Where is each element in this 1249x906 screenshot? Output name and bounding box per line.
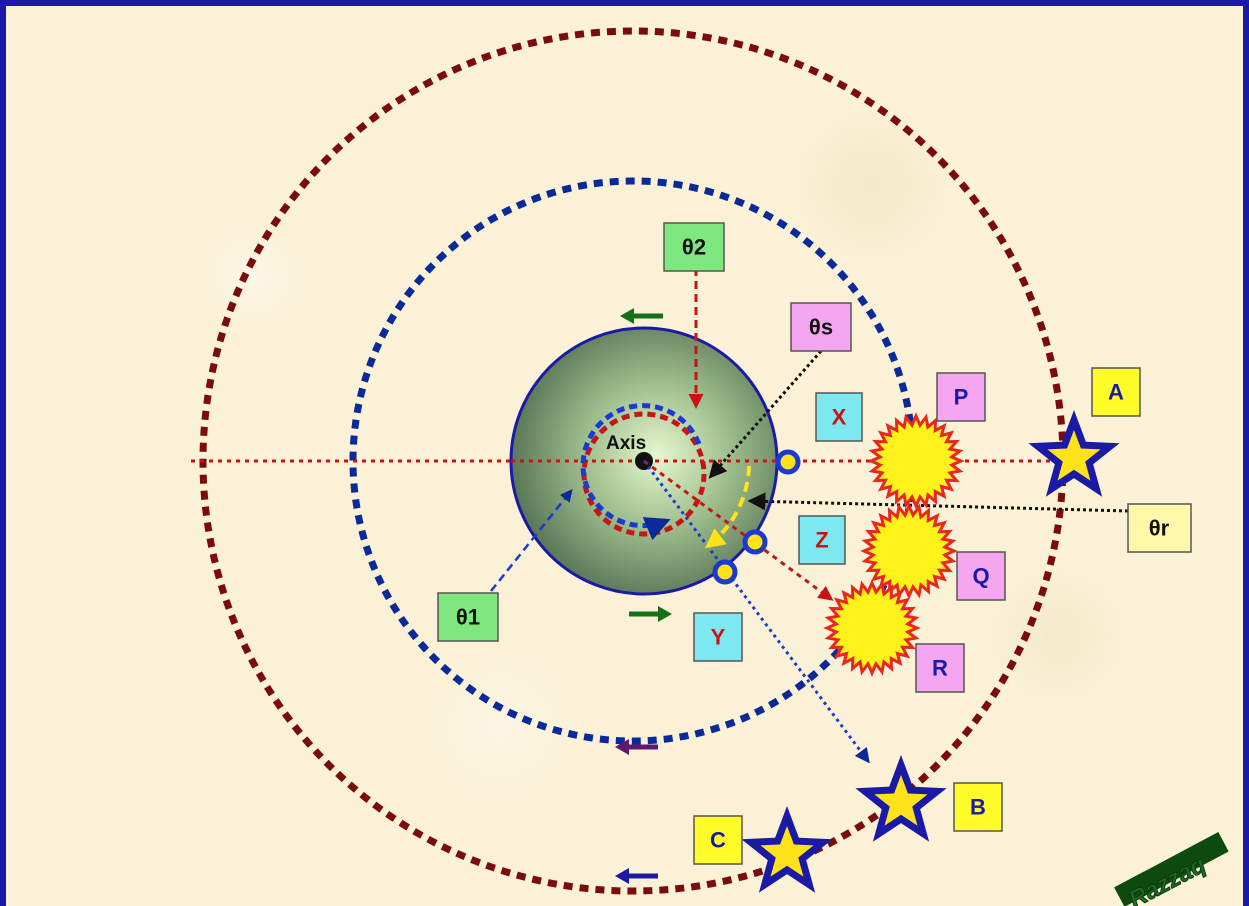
sun-p-label-box: P <box>936 372 986 422</box>
axis-to-r-line <box>643 459 834 601</box>
direction-arrow-icon <box>615 739 658 755</box>
observer-y-label-box: Y <box>693 612 743 662</box>
direction-arrow-icon <box>629 606 672 622</box>
observer-ring-icon <box>712 559 738 585</box>
theta-r-label-box: θr <box>1127 503 1192 553</box>
rotation-arc <box>704 465 751 549</box>
axis-label: Axis <box>606 433 646 454</box>
theta2-label-box: θ2 <box>663 222 725 272</box>
sun-q-label-box: Q <box>956 551 1006 601</box>
svg-text:A: A <box>1108 380 1124 405</box>
direction-arrow-icon <box>620 308 663 324</box>
svg-text:θr: θr <box>1149 516 1170 541</box>
watermark-logo: Razzaq <box>1114 832 1229 906</box>
theta-r-pointer <box>747 492 1129 513</box>
theta1-pointer <box>490 489 573 592</box>
sun-icon <box>860 502 958 600</box>
observer-ring-icon <box>742 529 768 555</box>
observer-z-label-box: Z <box>798 515 846 565</box>
stars-group <box>741 410 1120 893</box>
svg-text:P: P <box>954 385 969 410</box>
svg-text:C: C <box>710 828 726 853</box>
svg-text:θ1: θ1 <box>456 605 480 630</box>
theta1-label-box: θ1 <box>437 592 499 642</box>
sun-icon <box>867 412 965 510</box>
star-icon <box>1028 410 1120 497</box>
direction-arrow-icon <box>615 868 658 884</box>
sun-r-label-box: R <box>915 643 965 693</box>
observer-ring-icon <box>775 449 801 475</box>
theta-s-label-box: θs <box>790 302 852 352</box>
svg-text:X: X <box>832 405 847 430</box>
star-icon <box>855 755 947 842</box>
svg-text:R: R <box>932 656 948 681</box>
svg-text:Y: Y <box>711 625 726 650</box>
sun-icon <box>823 579 921 677</box>
star-b-label-box: B <box>953 782 1003 832</box>
svg-text:θs: θs <box>809 315 833 340</box>
svg-text:Q: Q <box>972 564 989 589</box>
observer-x-label-box: X <box>815 392 863 442</box>
svg-text:B: B <box>970 795 986 820</box>
star-a-label-box: A <box>1091 367 1141 417</box>
star-icon <box>741 806 833 893</box>
orbit-diagram: Axis θ2 θ1 θs <box>191 27 1229 906</box>
svg-text:θ2: θ2 <box>682 235 706 260</box>
theta-s-pointer <box>708 350 823 479</box>
axis-blue-arc <box>580 403 702 541</box>
suns-group <box>823 412 965 677</box>
star-c-label-box: C <box>693 815 743 865</box>
svg-text:Z: Z <box>815 528 828 553</box>
